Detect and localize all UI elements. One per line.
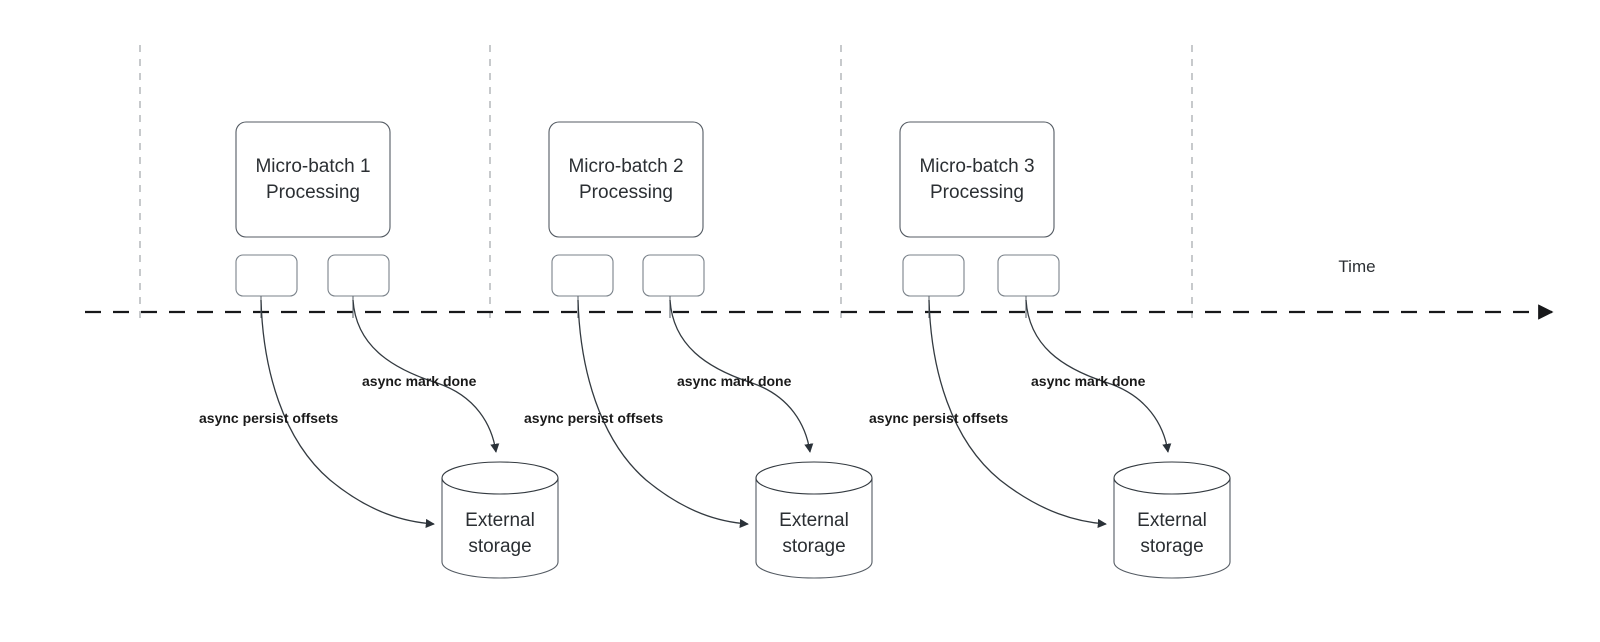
micro-batch-label-1-line2: Processing <box>266 182 360 203</box>
edge-label-persist-offsets-2: async persist offsets <box>524 410 663 426</box>
micro-batch-label-3-line2: Processing <box>930 182 1024 203</box>
external-storage-1[interactable]: External storage <box>441 461 559 579</box>
edge-mark-done-1 <box>352 299 500 453</box>
group-2: Micro-batch 2 Processing async persist o… <box>524 121 873 579</box>
edge-mark-done-3 <box>1025 299 1172 453</box>
micro-batch-label-1-line1: Micro-batch 1 <box>255 156 370 177</box>
mini-box-1a[interactable] <box>235 254 298 297</box>
micro-batch-box-1[interactable] <box>235 121 391 238</box>
external-storage-label-2-line2: storage <box>782 536 845 557</box>
edge-label-persist-offsets-3: async persist offsets <box>869 410 1008 426</box>
micro-batch-label-3-line1: Micro-batch 3 <box>919 156 1034 177</box>
edge-label-mark-done-3: async mark done <box>1031 373 1146 389</box>
micro-batch-box-3[interactable] <box>899 121 1055 238</box>
edge-mark-done-2 <box>669 299 814 453</box>
mini-box-2b[interactable] <box>642 254 705 297</box>
micro-batch-label-2-line1: Micro-batch 2 <box>568 156 683 177</box>
edge-label-mark-done-2: async mark done <box>677 373 792 389</box>
mini-box-1b[interactable] <box>327 254 390 297</box>
group-1: Micro-batch 1 Processing async persist o… <box>199 121 559 579</box>
external-storage-3[interactable]: External storage <box>1113 461 1231 579</box>
external-storage-label-1-line2: storage <box>468 536 531 557</box>
group-3: Micro-batch 3 Processing async persist o… <box>869 121 1231 579</box>
timeline-tick-group <box>139 45 1193 318</box>
external-storage-label-3-line2: storage <box>1140 536 1203 557</box>
micro-batch-box-2[interactable] <box>548 121 704 238</box>
external-storage-label-1-line1: External <box>465 510 535 531</box>
mini-box-3a[interactable] <box>902 254 965 297</box>
edge-label-persist-offsets-1: async persist offsets <box>199 410 338 426</box>
external-storage-label-2-line1: External <box>779 510 849 531</box>
mini-box-3b[interactable] <box>997 254 1060 297</box>
external-storage-2[interactable]: External storage <box>755 461 873 579</box>
edge-persist-offsets-1 <box>260 299 435 528</box>
micro-batch-label-2-line2: Processing <box>579 182 673 203</box>
mini-box-2a[interactable] <box>551 254 614 297</box>
edge-label-mark-done-1: async mark done <box>362 373 477 389</box>
time-axis-label: Time <box>1338 257 1375 276</box>
edge-persist-offsets-2 <box>577 299 749 528</box>
edge-persist-offsets-3 <box>928 299 1107 528</box>
external-storage-label-3-line1: External <box>1137 510 1207 531</box>
